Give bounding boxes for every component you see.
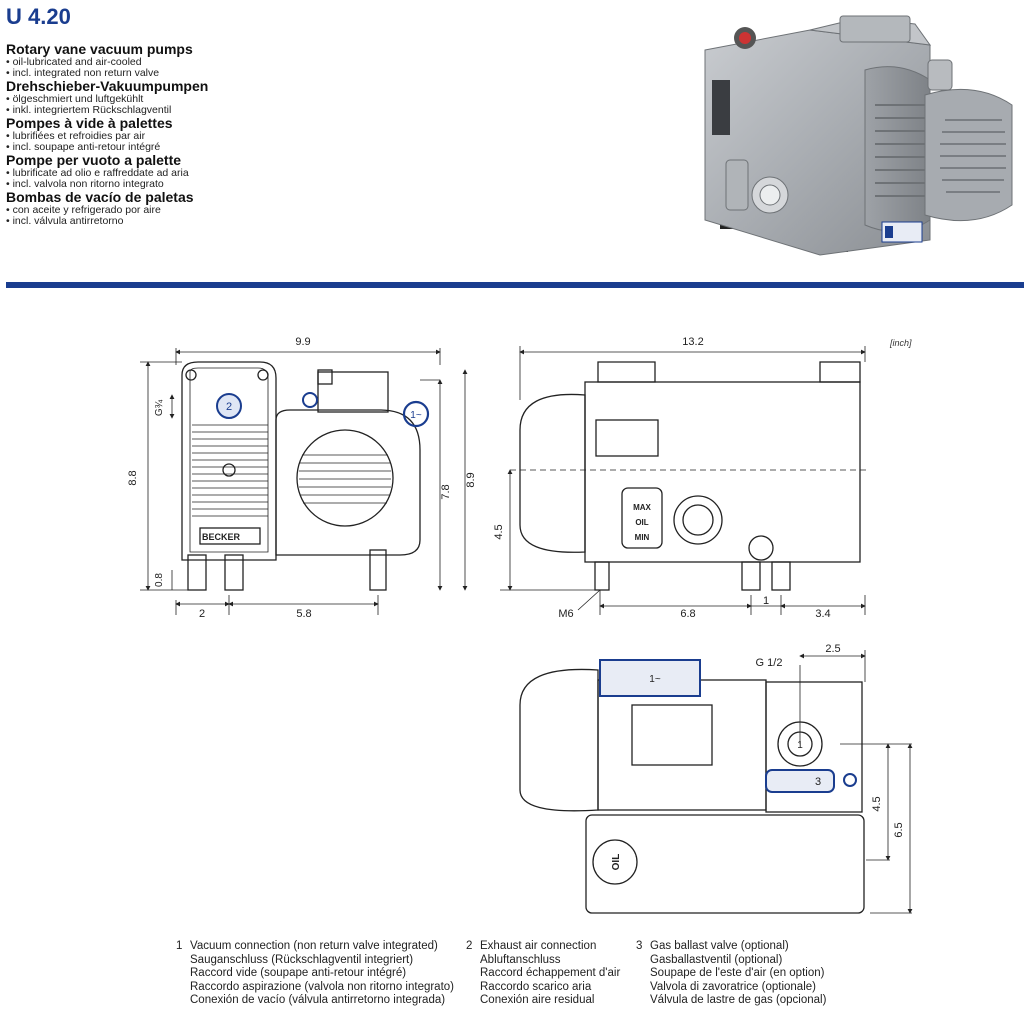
legend-line: Exhaust air connection <box>480 940 597 952</box>
dim-side-bottom-b: 1 <box>763 595 769 607</box>
legend-num: 1 <box>176 940 183 952</box>
lang-item: • ölgeschmiert und luftgekühlt <box>6 93 144 105</box>
dim-front-left: 2 <box>199 608 205 620</box>
oil-cap-label: OIL <box>611 854 622 871</box>
model-title: U 4.20 <box>6 4 71 29</box>
legend-line: Vacuum connection (non return valve inte… <box>190 940 438 952</box>
marker-1-outlet: 1 <box>797 740 803 751</box>
legend-line: Soupape de l'este d'air (en option) <box>650 967 825 979</box>
top-view <box>519 659 865 914</box>
dim-side-bottom-c: 3.4 <box>815 608 830 620</box>
lang-item: • inkl. integriertem Rückschlagventil <box>6 104 172 116</box>
lang-item: • incl. válvula antirretorno <box>6 215 124 227</box>
unit-label: [inch] <box>889 338 912 348</box>
lang-title: Bombas de vacío de paletas <box>6 189 194 205</box>
dim-side-length: 13.2 <box>682 336 703 348</box>
legend-line: Abluftanschluss <box>480 953 561 966</box>
dim-top-offset: 2.5 <box>825 643 840 655</box>
lang-title: Rotary vane vacuum pumps <box>6 41 193 57</box>
lang-block-es: Bombas de vacío de paletas • con aceite … <box>6 190 486 227</box>
dimension-drawing: [inch] BECKER <box>127 336 913 914</box>
lang-item: • incl. valvola non ritorno integrato <box>6 178 164 190</box>
lang-item: • oil-lubricated and air-cooled <box>6 56 142 68</box>
dim-front-inner-height: 7.8 <box>440 484 452 499</box>
legend-line: Raccord vide (soupape anti-retour intégr… <box>190 967 407 979</box>
marker-3: 3 <box>815 776 821 788</box>
dim-top-height-a: 4.5 <box>871 796 883 811</box>
dim-side-height: 4.5 <box>493 524 505 539</box>
legend-num: 3 <box>636 940 643 952</box>
marker-1: 1~ <box>410 410 422 421</box>
dim-side-bolt: M6 <box>558 608 573 620</box>
lang-title: Pompes à vide à palettes <box>6 115 173 131</box>
dim-front-width: 9.9 <box>295 336 310 348</box>
legend-line: Raccord échappement d'air <box>480 967 621 979</box>
side-view <box>519 361 861 591</box>
dim-front-base: 0.8 <box>154 573 165 587</box>
gauge-min: MIN <box>635 533 650 542</box>
lang-block-en: Rotary vane vacuum pumps • oil-lubricate… <box>6 42 486 79</box>
dim-top-g: G 1/2 <box>756 657 783 669</box>
lang-title: Drehschieber-Vakuumpumpen <box>6 78 209 94</box>
legend-line: Sauganschluss (Rückschlagventil integrie… <box>190 953 414 966</box>
dim-front-height: 8.8 <box>127 470 139 485</box>
lang-title: Pompe per vuoto a palette <box>6 152 182 168</box>
dim-front-total-height: 8.9 <box>465 472 477 487</box>
lang-item: • incl. soupape anti-retour intégré <box>6 141 161 153</box>
marker-2: 2 <box>226 401 232 413</box>
legend-line: Conexión aire residual <box>480 994 595 1006</box>
legend-num: 2 <box>466 940 473 952</box>
legend-item-1: 1 Vacuum connection (non return valve int… <box>176 940 454 1008</box>
legend-line: Conexión de vacío (válvula antirretorno … <box>190 994 446 1006</box>
marker-1-top: 1~ <box>649 674 661 685</box>
lang-item: • con aceite y refrigerado por aire <box>6 204 161 216</box>
lang-item: • lubrifiées et refroidies par air <box>6 130 146 142</box>
brand-label: BECKER <box>202 532 241 542</box>
dim-front-right: 5.8 <box>296 608 311 620</box>
lang-block-de: Drehschieber-Vakuumpumpen • ölgeschmiert… <box>6 79 486 116</box>
legend-line: Gasballastventil (optional) <box>650 953 783 966</box>
dim-top-height-b: 6.5 <box>893 822 905 837</box>
gauge-oil: OIL <box>635 518 648 527</box>
legend-line: Raccordo aspirazione (valvola non ritorn… <box>190 980 455 993</box>
lang-item: • incl. integrated non return valve <box>6 67 160 79</box>
lang-block-it: Pompe per vuoto a palette • lubrificate … <box>6 153 486 190</box>
lang-item: • lubrificate ad olio e raffreddate ad a… <box>6 167 189 179</box>
legend-line: Válvula de lastre de gas (opcional) <box>650 994 827 1006</box>
gauge-max: MAX <box>633 503 651 512</box>
legend-item-3: 3 Gas ballast valve (optional) Gasballast… <box>636 940 826 1008</box>
legend-line: Valvola di zavoratrice (optionale) <box>650 980 816 993</box>
lang-block-fr: Pompes à vide à palettes • lubrifiées et… <box>6 116 486 153</box>
product-photo <box>704 15 1013 256</box>
dim-side-bottom-a: 6.8 <box>680 608 695 620</box>
language-descriptions: Rotary vane vacuum pumps • oil-lubricate… <box>6 42 486 227</box>
front-view <box>181 361 430 591</box>
section-divider <box>6 282 1024 288</box>
legend-line: Raccordo scarico aria <box>480 980 592 993</box>
legend-line: Gas ballast valve (optional) <box>650 940 789 952</box>
dim-front-g: G¾ <box>154 399 165 416</box>
